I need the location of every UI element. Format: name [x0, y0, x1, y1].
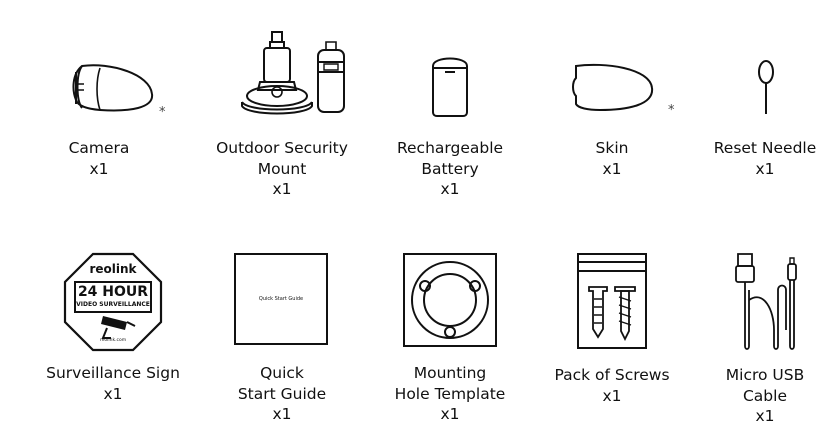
camera-icon: [70, 60, 160, 120]
item-label: Surveillance Sign x1: [28, 363, 198, 404]
surveillance-sign-icon: reolink 24 HOUR VIDEO SURVEILLANCE reoli…: [63, 252, 163, 352]
item-qty: x1: [440, 405, 460, 423]
item-name: Hole Template: [394, 384, 506, 403]
item-name: Mount: [257, 159, 307, 178]
item-qty: x1: [103, 384, 123, 403]
item-qty: x1: [272, 180, 292, 198]
item-name: Camera: [68, 139, 130, 157]
item-qty: x1: [755, 159, 775, 178]
item-label: Camera x1: [14, 138, 184, 179]
item-qty: x1: [89, 159, 109, 178]
mounting-template-icon: [403, 253, 497, 347]
item-name: Start Guide: [237, 384, 327, 403]
item-qty: x1: [602, 159, 622, 178]
item-label: Mounting Hole Template x1: [365, 363, 535, 425]
screws-pack-icon: [577, 253, 647, 349]
guide-cover-text: Quick Start Guide: [258, 296, 304, 302]
micro-usb-cable-icon: [734, 250, 806, 350]
item-name: Outdoor Security: [216, 139, 348, 157]
item-qty: x1: [755, 407, 775, 425]
item-label: Outdoor Security Mount x1: [197, 138, 367, 200]
item-label: Skin x1: [527, 138, 697, 179]
item-label: Reset Needle x1: [680, 138, 828, 179]
mount-icon: [236, 28, 351, 116]
sign-brand: reolink: [89, 262, 137, 276]
item-qty: x1: [272, 405, 292, 423]
item-name: Cable: [742, 386, 787, 405]
item-name: Battery: [421, 159, 479, 178]
reset-needle-icon: [756, 58, 776, 116]
sign-line2: VIDEO SURVEILLANCE: [76, 301, 150, 308]
item-name: Reset Needle: [713, 139, 817, 157]
item-qty: x1: [602, 386, 622, 405]
item-name: Surveillance Sign: [46, 364, 180, 382]
item-name: Pack of Screws: [554, 366, 670, 384]
item-label: Rechargeable Battery x1: [365, 138, 535, 200]
quick-start-guide-icon: Quick Start Guide: [234, 253, 328, 345]
footnote-asterisk: *: [668, 103, 675, 118]
item-label: Quick Start Guide x1: [197, 363, 367, 425]
item-name: Rechargeable: [396, 139, 504, 157]
skin-icon: [570, 62, 656, 114]
battery-icon: [431, 52, 469, 118]
item-label: Pack of Screws x1: [527, 365, 697, 406]
item-name: Micro USB: [725, 366, 805, 384]
item-name: Quick: [260, 364, 304, 382]
sign-line1: 24 HOUR: [77, 284, 149, 300]
item-label: Micro USB Cable x1: [680, 365, 828, 427]
sign-url: reolink.com: [99, 338, 127, 343]
item-qty: x1: [440, 180, 460, 198]
item-name: Skin: [595, 139, 629, 157]
item-name: Mounting: [413, 364, 487, 382]
footnote-asterisk: *: [159, 105, 166, 120]
